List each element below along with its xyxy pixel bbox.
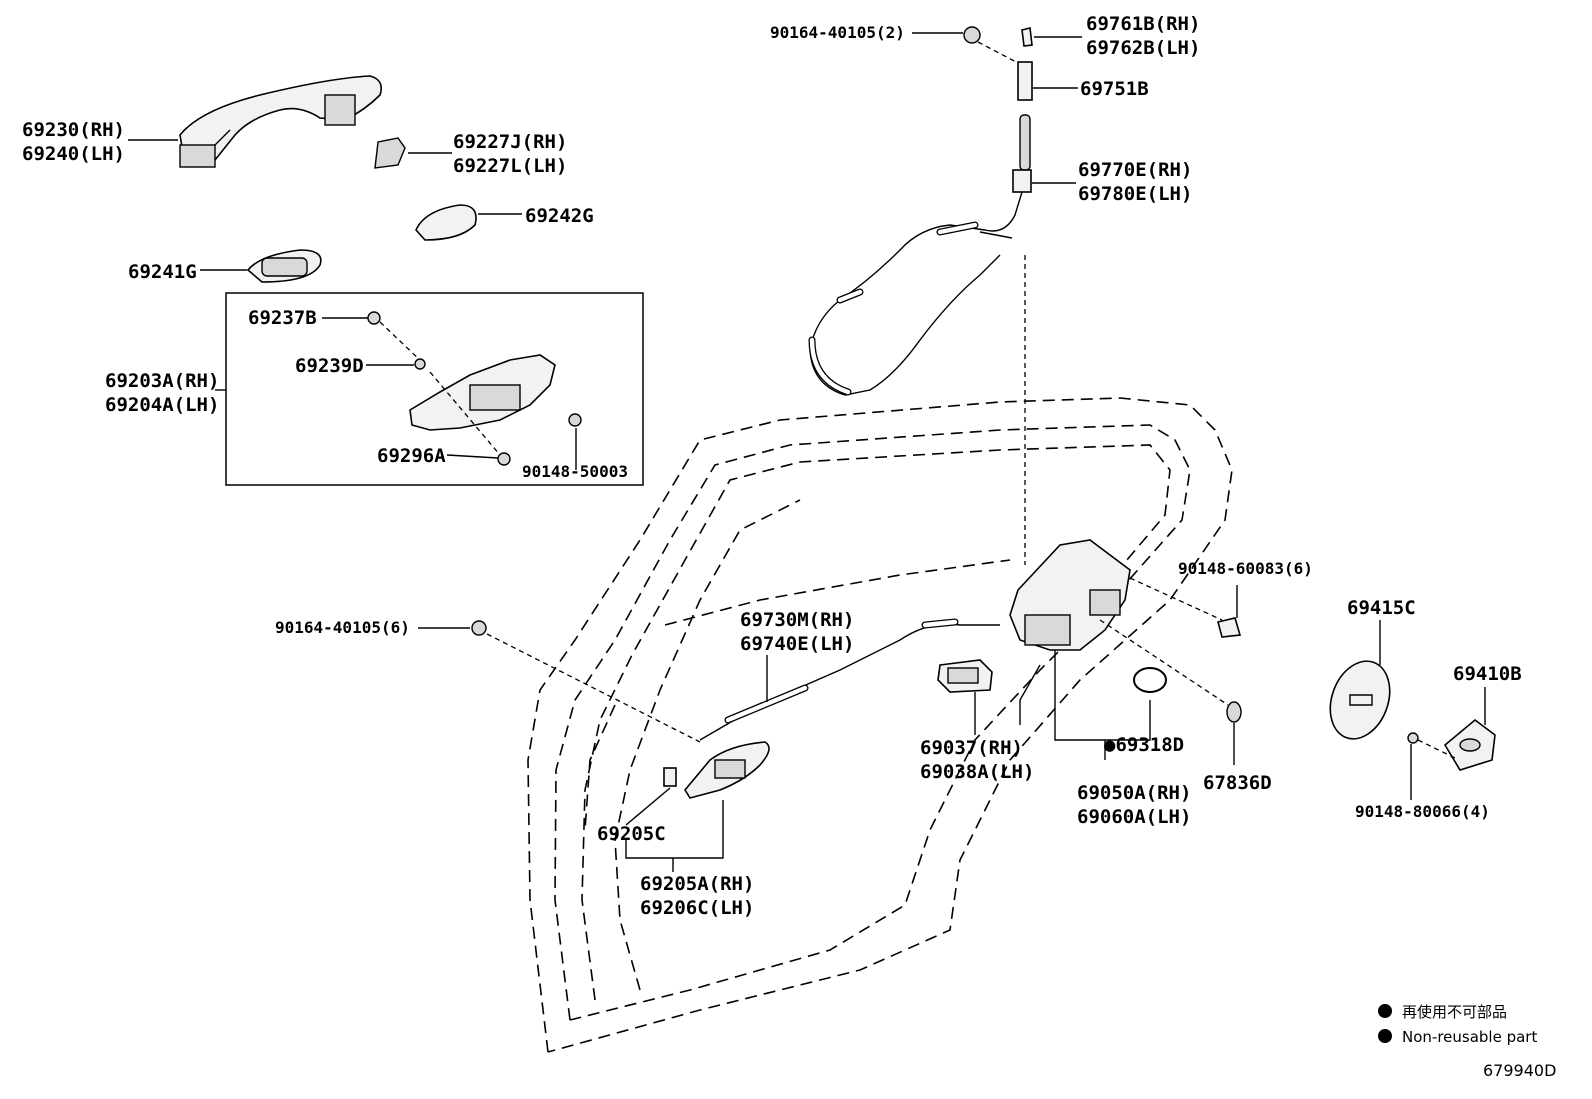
- middle-small-parts: [937, 659, 993, 735]
- label-69762b: 69762B(LH): [1086, 37, 1200, 59]
- handle-cap: [374, 137, 406, 169]
- label-69206c: 69206C(LH): [640, 897, 754, 919]
- label-69203a: 69203A(RH): [105, 370, 219, 392]
- striker-cover: [1329, 660, 1391, 740]
- rear-door-outline: [527, 397, 1233, 1053]
- label-69204a: 69204A(LH): [105, 394, 219, 416]
- legend-jp: 再使用不可部品: [1402, 1003, 1507, 1021]
- legend-en: Non-reusable part: [1402, 1028, 1537, 1046]
- label-90164-40105-6: 90164-40105(6): [275, 618, 410, 637]
- label-69205c: 69205C: [597, 823, 666, 845]
- label-69761b: 69761B(RH): [1086, 13, 1200, 35]
- label-69241g: 69241G: [128, 261, 197, 283]
- label-69240: 69240(LH): [22, 143, 125, 165]
- label-69037: 69037(RH): [920, 737, 1023, 759]
- label-69038a: 69038A(LH): [920, 761, 1034, 783]
- label-69205a: 69205A(RH): [640, 873, 754, 895]
- label-69730m: 69730M(RH): [740, 609, 854, 631]
- label-69060a: 69060A(LH): [1077, 806, 1191, 828]
- label-69410b: 69410B: [1453, 663, 1522, 685]
- label-69780e: 69780E(LH): [1078, 183, 1192, 205]
- non-reusable-bullet-icon: [1378, 1004, 1392, 1018]
- diagram-code: 679940D: [1483, 1061, 1556, 1080]
- label-90148-60083: 90148-60083(6): [1178, 559, 1313, 578]
- label-69751b: 69751B: [1080, 78, 1149, 100]
- label-67836d: 67836D: [1203, 772, 1272, 794]
- label-69239d: 69239D: [295, 355, 364, 377]
- handle-pad-69242g: [415, 204, 477, 241]
- label-69296a: 69296A: [377, 445, 446, 467]
- label-69227l: 69227L(LH): [453, 155, 567, 177]
- label-69740e: 69740E(LH): [740, 633, 854, 655]
- label-69237b: 69237B: [248, 307, 317, 329]
- label-69770e: 69770E(RH): [1078, 159, 1192, 181]
- outside-handle-group: [128, 75, 522, 283]
- striker-group: [1329, 620, 1496, 800]
- inside-handle-group: [418, 618, 1000, 872]
- label-69230: 69230(RH): [22, 119, 125, 141]
- lock-cable-assembly: [808, 26, 1082, 565]
- label-90164-40105-2: 90164-40105(2): [770, 23, 905, 42]
- label-90148-80066: 90148-80066(4): [1355, 802, 1490, 821]
- non-reusable-bullet-icon-2: [1378, 1029, 1392, 1043]
- door-lock-assembly: [1009, 539, 1242, 765]
- label-69227j: 69227J(RH): [453, 131, 567, 153]
- label-69318d: ●69318D: [1104, 734, 1184, 756]
- label-69415c: 69415C: [1347, 597, 1416, 619]
- legend: 再使用不可部品 Non-reusable part 679940D: [1378, 1003, 1556, 1080]
- handle-frame-box: [215, 292, 644, 486]
- label-69050a: 69050A(RH): [1077, 782, 1191, 804]
- part-labels: 69230(RH) 69240(LH) 69227J(RH) 69227L(LH…: [22, 13, 1522, 919]
- label-90148-50003: 90148-50003: [522, 462, 628, 481]
- label-69242g: 69242G: [525, 205, 594, 227]
